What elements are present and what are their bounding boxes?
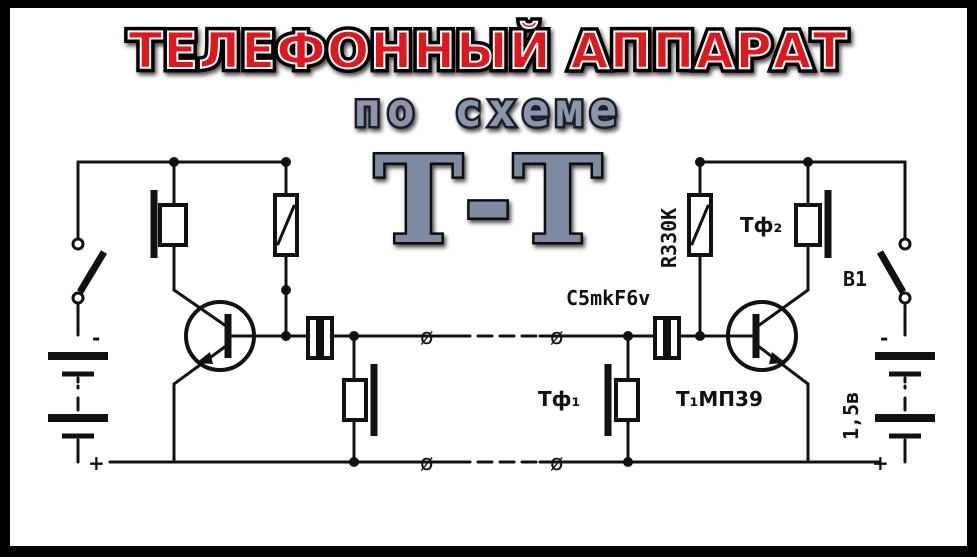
battery-label: 1,5в bbox=[839, 392, 863, 440]
battery-left-icon bbox=[48, 352, 108, 439]
battery-plus-label: + bbox=[88, 451, 105, 475]
terminal-icon: ø bbox=[550, 451, 563, 476]
switch-contact-icon bbox=[71, 237, 85, 251]
transistor-left-icon bbox=[172, 288, 288, 386]
capacitor-label: C5mkF6v bbox=[566, 286, 650, 310]
battery-minus-label: - bbox=[92, 326, 100, 350]
terminal-icon: ø bbox=[550, 325, 563, 350]
switch-contact-icon bbox=[898, 237, 912, 251]
connection-line: ø ø ø ø bbox=[418, 325, 882, 476]
switch-lever-icon bbox=[876, 250, 907, 294]
earpiece-icon bbox=[794, 203, 822, 247]
phone-right-label: Тф₂ bbox=[740, 213, 782, 237]
phone-left-label: Тф₁ bbox=[538, 387, 580, 411]
diagram-subtitle: по схеме bbox=[353, 83, 623, 137]
battery-plus-label: + bbox=[872, 451, 889, 475]
capacitor-icon bbox=[306, 316, 320, 360]
battery-right-icon bbox=[875, 352, 935, 439]
earpiece-icon bbox=[342, 378, 368, 422]
transistor-right-icon bbox=[726, 288, 810, 386]
transistor-label: T₁МП39 bbox=[676, 387, 763, 411]
terminal-icon: ø bbox=[420, 451, 433, 476]
diagram-title-outline: ТЕЛЕФОННЫЙ АППАРАТ bbox=[128, 21, 847, 80]
terminal-icon: ø bbox=[420, 325, 433, 350]
earpiece-icon bbox=[158, 203, 188, 247]
capacitor-icon bbox=[653, 316, 667, 360]
diagram-title: ТЕЛЕФОННЫЙ АППАРАТ bbox=[128, 21, 847, 80]
switch-label: B1 bbox=[843, 267, 867, 291]
left-circuit: - + bbox=[48, 157, 422, 475]
switch-lever-icon bbox=[76, 250, 108, 294]
resistor-label: R330K bbox=[657, 208, 681, 268]
scheme-name: Т-Т bbox=[374, 130, 602, 271]
right-circuit: Тф₁ C5mkF6v R330K Тф₂ bbox=[538, 157, 935, 475]
battery-minus-label: - bbox=[880, 326, 888, 350]
earpiece-icon bbox=[614, 378, 640, 422]
